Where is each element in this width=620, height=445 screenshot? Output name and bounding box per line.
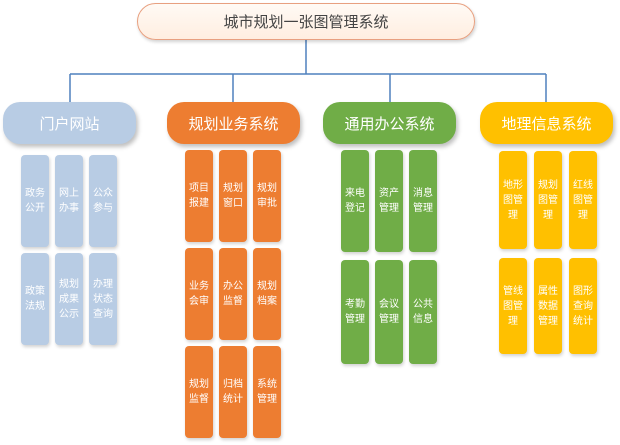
office-item-call-registration: 来电 登记	[341, 150, 369, 252]
portal-item-public-participation: 公众 参与	[89, 155, 117, 247]
gis-item-graphic-query: 图形 查询 统计	[569, 258, 597, 354]
office-item-public-information: 公共 信息	[409, 260, 437, 364]
business-item-project-application: 项目 报建	[185, 150, 213, 242]
gis-item-topographic-map: 地形 图管 理	[499, 151, 527, 249]
business-item-planning-approval: 规划 审批	[253, 150, 281, 242]
business-item-system-management: 系统 管理	[253, 346, 281, 438]
office-item-attendance-management: 考勤 管理	[341, 260, 369, 364]
gis-item-redline-map: 红线 图管 理	[569, 151, 597, 249]
category-portal: 门户网站	[3, 102, 136, 144]
gis-item-pipeline-map: 管线 图管 理	[499, 258, 527, 354]
category-planning-business: 规划业务系统	[167, 102, 300, 144]
category-office: 通用办公系统	[323, 102, 456, 144]
office-item-message-management: 消息 管理	[409, 150, 437, 252]
business-item-planning-archive: 规划 档案	[253, 248, 281, 340]
business-item-planning-monitoring: 规划 监督	[185, 346, 213, 438]
business-item-archive-statistics: 归档 统计	[219, 346, 247, 438]
category-gis: 地理信息系统	[480, 102, 613, 144]
business-item-joint-review: 业务 会审	[185, 248, 213, 340]
office-item-asset-management: 资产 管理	[375, 150, 403, 252]
gis-item-attribute-data: 属性 数据 管理	[534, 258, 562, 354]
portal-item-status-query: 办理 状态 查询	[89, 253, 117, 345]
portal-item-policy: 政策 法规	[21, 253, 49, 345]
portal-item-results-publicity: 规划 成果 公示	[55, 253, 83, 345]
portal-item-online-service: 网上 办事	[55, 155, 83, 247]
system-title: 城市规划一张图管理系统	[137, 3, 475, 40]
portal-item-government-affairs: 政务 公开	[21, 155, 49, 247]
business-item-planning-window: 规划 窗口	[219, 150, 247, 242]
office-item-meeting-management: 会议 管理	[375, 260, 403, 364]
business-item-office-supervision: 办公 监督	[219, 248, 247, 340]
gis-item-planning-map: 规划 图管理	[534, 151, 562, 249]
